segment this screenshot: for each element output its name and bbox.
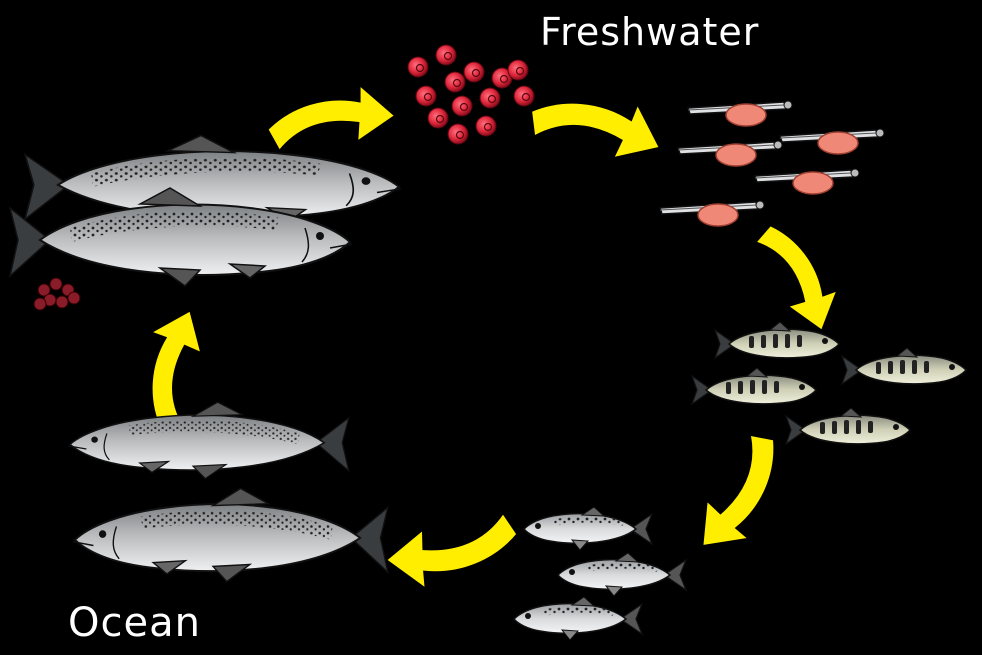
freshwater-label: Freshwater xyxy=(540,10,759,54)
ocean-label: Ocean xyxy=(68,600,201,646)
